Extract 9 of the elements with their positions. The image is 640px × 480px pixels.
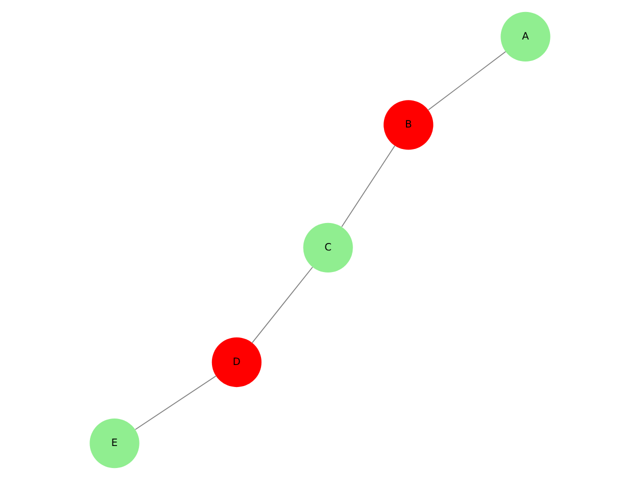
connector xyxy=(252,266,314,344)
node-circle: D xyxy=(212,337,262,388)
connector xyxy=(341,145,396,228)
node-circle: E xyxy=(90,418,140,468)
connector xyxy=(134,376,216,430)
node-circle: A xyxy=(500,12,550,62)
connector xyxy=(428,51,506,110)
node-circle: C xyxy=(303,222,353,272)
node-circle: B xyxy=(384,100,434,150)
